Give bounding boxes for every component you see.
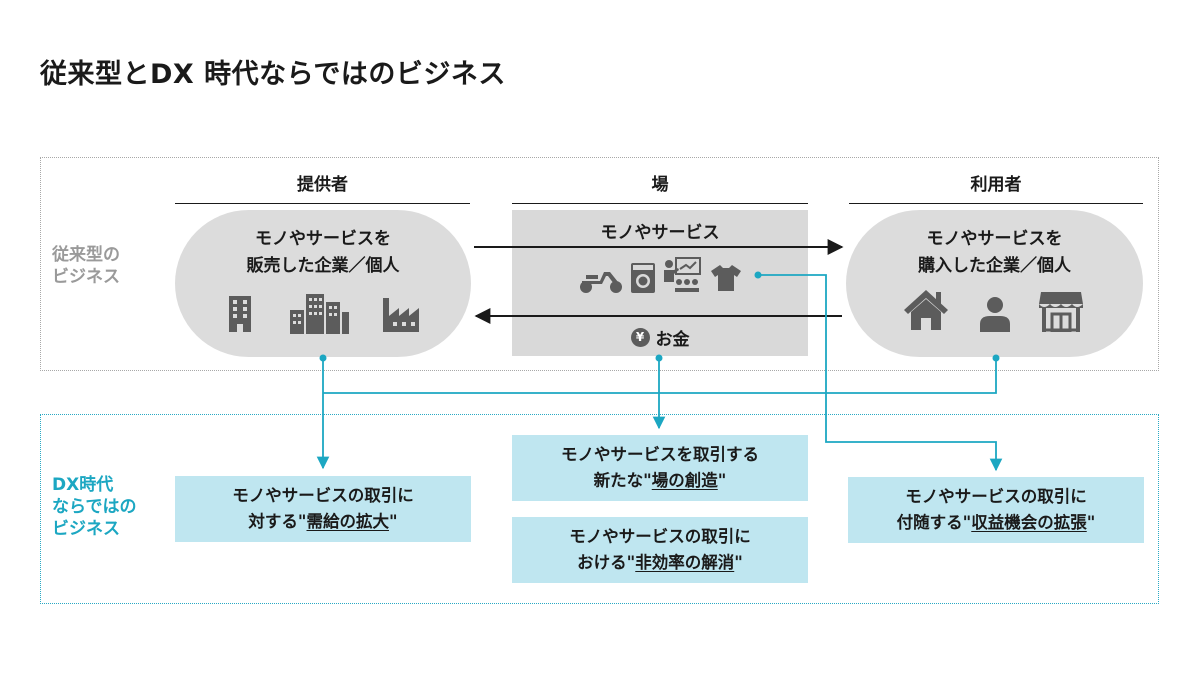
dx-inefficiency-box: モノやサービスの取引に おける"非効率の解消" <box>512 517 808 583</box>
scooter-icon <box>580 272 622 293</box>
dx-box-suffix: " <box>389 512 398 531</box>
dx-box-line: 対する"需給の拡大" <box>232 509 414 535</box>
place-box: モノやサービス <box>512 210 808 356</box>
traditional-label-line: ビジネス <box>52 267 120 287</box>
user-header: 利用者 <box>849 170 1143 204</box>
dx-business-label: DX時代 ならではの ビジネス <box>52 474 137 540</box>
dx-label-line: ビジネス <box>52 519 120 539</box>
house-icon <box>904 290 948 330</box>
dx-box-emphasis: 場の創造 <box>651 471 718 490</box>
connector-dot <box>992 354 1000 362</box>
dx-box-suffix: " <box>734 553 743 572</box>
dx-box-prefix: おける" <box>577 553 636 572</box>
dx-box-suffix: " <box>717 471 727 490</box>
provider-text-line: モノやサービスを <box>255 229 391 249</box>
tshirt-icon <box>711 265 741 291</box>
factory-icon <box>383 298 419 332</box>
place-header: 場 <box>512 170 808 204</box>
store-icon <box>1039 292 1083 332</box>
user-text-line: モノやサービスを <box>926 229 1063 249</box>
dx-demand-supply-box: モノやサービスの取引に 対する"需給の拡大" <box>175 476 471 542</box>
dx-box-emphasis: 需給の拡大 <box>306 512 390 531</box>
dx-box-line: 新たな"場の創造" <box>561 468 759 494</box>
traditional-label-line: 従来型の <box>52 245 120 265</box>
person-icon <box>980 297 1010 332</box>
connector-horizontal-link <box>323 358 997 394</box>
city-buildings-icon <box>290 294 349 334</box>
dx-revenue-box: モノやサービスの取引に 付随する"収益機会の拡張" <box>848 477 1144 543</box>
connector-dot <box>319 354 327 362</box>
connector-dot <box>655 354 663 362</box>
dx-box-emphasis: 収益機会の拡張 <box>971 513 1087 532</box>
washing-machine-icon <box>631 263 655 293</box>
page-title: 従来型とDX 時代ならではのビジネス <box>40 59 506 90</box>
dx-box-line: 付随する"収益機会の拡張" <box>897 510 1096 536</box>
money-row: ¥ お金 <box>512 322 808 352</box>
dx-box-line: モノやサービスの取引に <box>569 527 751 546</box>
dx-box-line: モノやサービスを取引する <box>561 445 759 464</box>
dx-box-line: おける"非効率の解消" <box>569 550 751 576</box>
dx-business-frame <box>40 414 1159 604</box>
traditional-business-frame <box>40 157 1159 371</box>
yen-icon: ¥ <box>630 327 650 347</box>
dx-label-line: ならではの <box>52 497 137 517</box>
provider-text-line: 販売した企業／個人 <box>246 256 400 276</box>
dx-box-suffix: " <box>1086 513 1096 532</box>
dx-box-emphasis: 非効率の解消 <box>635 553 735 572</box>
user-pill: モノやサービスを 購入した企業／個人 <box>846 210 1143 357</box>
connector-dot <box>754 271 762 279</box>
provider-header: 提供者 <box>175 170 470 204</box>
connector-revenue <box>758 274 1003 472</box>
traditional-business-label: 従来型の ビジネス <box>52 244 120 288</box>
dx-box-line: モノやサービスの取引に <box>232 486 414 505</box>
user-text-line: 購入した企業／個人 <box>918 256 1071 276</box>
provider-pill: モノやサービスを 販売した企業／個人 <box>175 210 471 357</box>
user-text: モノやサービスを 購入した企業／個人 <box>846 226 1143 280</box>
dx-box-line: モノやサービスの取引に <box>905 487 1087 506</box>
money-text: お金 <box>655 329 690 350</box>
office-building-icon <box>229 296 251 332</box>
lecture-icon <box>664 257 701 292</box>
dx-box-prefix: 新たな" <box>593 471 652 490</box>
dx-label-line: DX時代 <box>52 475 114 495</box>
place-text: モノやサービス <box>600 223 720 243</box>
dx-box-prefix: 対する" <box>248 512 307 531</box>
dx-new-place-box: モノやサービスを取引する 新たな"場の創造" <box>512 435 808 501</box>
provider-text: モノやサービスを 販売した企業／個人 <box>175 226 471 280</box>
dx-box-prefix: 付随する" <box>896 513 972 532</box>
